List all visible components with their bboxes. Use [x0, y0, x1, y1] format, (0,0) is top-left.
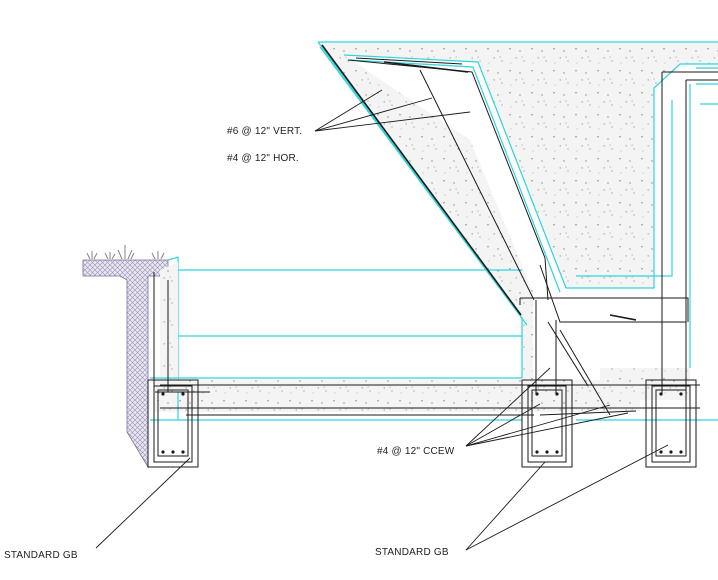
grade-beam-middle: [521, 379, 573, 468]
concrete-body: [154, 43, 718, 412]
cyan-outlines: [150, 41, 718, 421]
grade-beam-left: [147, 379, 199, 468]
label-standard-gb-left: STANDARD GB: [4, 550, 78, 561]
leader-ccew-1: [465, 367, 551, 447]
leader-vert-3: [314, 111, 471, 132]
leader-gb-left: [95, 457, 191, 549]
grade-beam-right: [645, 379, 697, 468]
leader-ccew-3: [465, 404, 611, 447]
leader-gb-right-2: [465, 444, 669, 551]
grade-beams: [147, 379, 697, 468]
grass-tufts: [86, 245, 165, 260]
leader-vert-2: [314, 97, 433, 132]
leader-lines: [95, 89, 669, 551]
leader-vert-1: [314, 89, 383, 132]
rebar-lines: [153, 44, 718, 416]
leader-ccew-4: [465, 412, 629, 447]
leader-gb-right-1: [465, 461, 546, 551]
label-vert-rebar: #6 @ 12" VERT.: [227, 126, 302, 137]
label-ccew-rebar: #4 @ 12" CCEW: [377, 446, 455, 457]
label-hor-rebar: #4 @ 12" HOR.: [227, 153, 299, 164]
label-standard-gb-right: STANDARD GB: [375, 547, 449, 558]
leader-ccew-2: [465, 403, 541, 447]
